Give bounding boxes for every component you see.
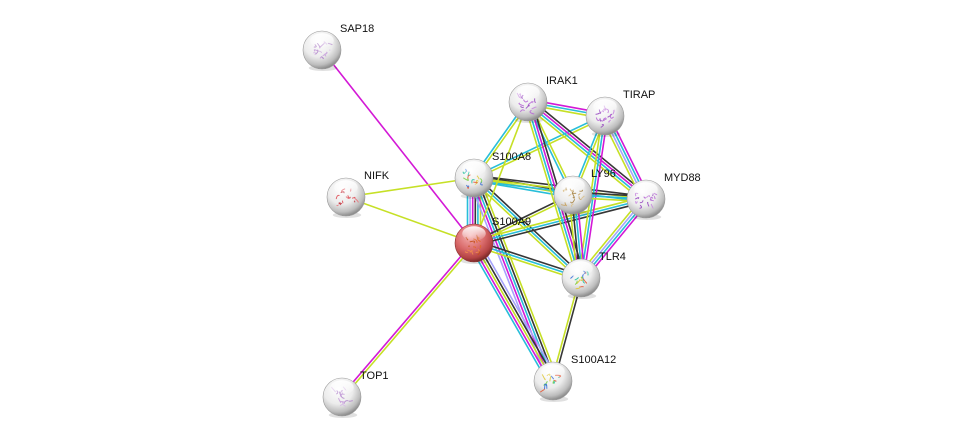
node-tirap[interactable]: TIRAP — [585, 89, 655, 137]
edge-line-database — [468, 245, 550, 384]
node-label: TLR4 — [599, 251, 626, 263]
node-highlight — [561, 178, 585, 193]
node-highlight — [310, 33, 334, 48]
edge-line-textmining — [345, 196, 475, 244]
node-sap18[interactable]: SAP18 — [302, 23, 374, 71]
node-s100a8[interactable]: S100A8 — [454, 151, 531, 199]
node-tlr4[interactable]: TLR4 — [561, 251, 626, 299]
node-label: LY96 — [591, 168, 616, 180]
edge-line-database — [473, 114, 605, 178]
edge-line-database — [580, 115, 606, 279]
node-s100a9[interactable]: S100A9 — [454, 216, 531, 264]
node-highlight — [593, 99, 617, 114]
edge-nifk-s100a9[interactable] — [345, 196, 475, 244]
node-highlight — [516, 85, 540, 100]
edge-s100a9-s100a12[interactable] — [468, 240, 559, 384]
edge-s100a9-irak1[interactable] — [473, 101, 529, 244]
node-nifk[interactable]: NIFK — [326, 170, 390, 218]
node-label: MYD88 — [664, 172, 701, 184]
edge-line-textmining — [473, 101, 529, 244]
node-label: S100A12 — [571, 354, 616, 366]
node-ly96[interactable]: LY96 — [553, 168, 616, 216]
edge-line-experiments — [471, 243, 552, 383]
edge-line-coexpression — [529, 98, 649, 197]
node-label: IRAK1 — [546, 75, 578, 87]
edge-irak1-myd88[interactable] — [525, 98, 649, 203]
node-label: SAP18 — [340, 23, 374, 35]
node-label: S100A8 — [492, 151, 531, 163]
edge-top1-s100a9[interactable] — [340, 241, 476, 399]
edge-line-experiments — [321, 49, 475, 244]
node-highlight — [330, 380, 354, 395]
edge-line-experiments — [582, 116, 609, 279]
edge-line-database — [525, 102, 581, 279]
node-highlight — [462, 161, 486, 176]
edge-line-homology — [477, 240, 559, 379]
node-highlight — [634, 182, 658, 197]
protein-structure-icon — [335, 188, 359, 207]
edge-line-coexpression — [475, 241, 556, 381]
edge-line-textmining — [478, 175, 559, 380]
node-label: TIRAP — [623, 89, 655, 101]
node-myd88[interactable]: MYD88 — [626, 172, 701, 220]
node-highlight — [541, 364, 565, 379]
edge-line-textmining — [525, 104, 645, 203]
node-highlight — [462, 226, 486, 241]
node-s100a12[interactable]: S100A12 — [533, 354, 616, 402]
edge-line-experiments — [340, 241, 474, 397]
node-label: NIFK — [364, 170, 390, 182]
edge-line-textmining — [523, 102, 579, 280]
node-highlight — [334, 180, 358, 195]
edge-line-textmining — [342, 243, 476, 399]
edge-line-textmining — [345, 177, 475, 198]
node-label: S100A9 — [492, 216, 531, 228]
edge-line-experiments — [528, 100, 648, 199]
node-highlight — [569, 261, 593, 276]
node-irak1[interactable]: IRAK1 — [508, 75, 578, 123]
edge-line-coexpression — [475, 176, 557, 381]
edge-sap18-s100a9[interactable] — [321, 49, 475, 244]
edge-line-textmining — [473, 242, 554, 382]
edge-line-database — [526, 102, 646, 201]
edge-nifk-s100a8[interactable] — [345, 177, 475, 198]
protein-structure-icon — [539, 373, 562, 393]
node-top1[interactable]: TOP1 — [322, 370, 389, 418]
node-label: TOP1 — [360, 370, 389, 382]
